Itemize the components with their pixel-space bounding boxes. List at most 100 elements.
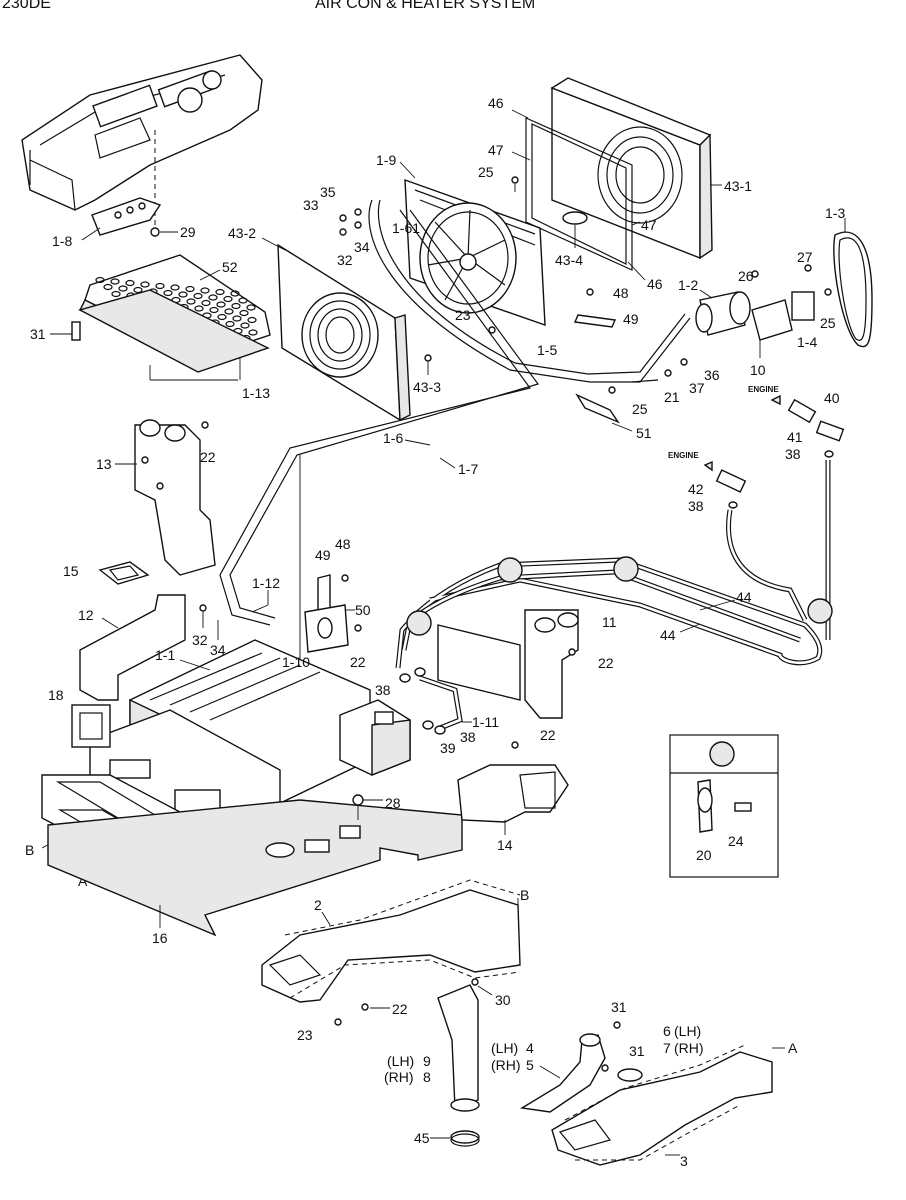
label-31-b: 31 — [611, 999, 627, 1015]
label-31-c: 31 — [629, 1043, 645, 1059]
label-45: 45 — [414, 1130, 430, 1146]
duct-3 — [551, 1044, 773, 1166]
label-38-a: 38 — [785, 446, 801, 462]
label-16: 16 — [152, 930, 168, 946]
label-rh-8: (RH) — [384, 1069, 414, 1085]
filter-hole — [110, 278, 120, 285]
label-49-b: 49 — [315, 547, 331, 563]
label-rh-7: (RH) — [674, 1040, 704, 1056]
label-28: 28 — [385, 795, 401, 811]
label-6: 6 — [663, 1023, 671, 1039]
label-30: 30 — [495, 992, 511, 1008]
diagram-title: AIR CON & HEATER SYSTEM — [315, 0, 535, 12]
label-25-a: 25 — [478, 164, 494, 180]
label-3: 3 — [680, 1153, 688, 1169]
filter-hole — [111, 290, 121, 298]
nozzle-8-9 — [437, 984, 480, 1112]
label-38-d: 38 — [460, 729, 476, 745]
filter-18 — [71, 704, 111, 748]
label-43-3: 43-3 — [413, 379, 441, 395]
label-1-12: 1-12 — [252, 575, 280, 591]
label-23-b: 23 — [297, 1027, 313, 1043]
label-lh-9: (LH) — [387, 1053, 414, 1069]
filter-hole — [163, 289, 173, 297]
label-51: 51 — [636, 425, 652, 441]
filter-hole — [225, 320, 235, 328]
label-8: 8 — [423, 1069, 431, 1085]
label-1-11: 1-11 — [472, 714, 499, 730]
label-1-1: 1-1 — [155, 647, 175, 663]
label-38-b: 38 — [688, 498, 704, 514]
gasket-15 — [98, 561, 150, 585]
label-12: 12 — [78, 607, 94, 623]
duct-13 — [134, 419, 216, 576]
duct-11 — [437, 609, 579, 719]
label-25-c: 25 — [632, 401, 648, 417]
label-B-1: B — [25, 842, 34, 858]
label-43-1: 43-1 — [724, 178, 752, 194]
filter-hole — [200, 287, 210, 294]
condenser-1-9 — [404, 178, 546, 327]
console-panel — [21, 54, 263, 225]
label-24: 24 — [728, 833, 744, 849]
label-rh-5: (RH) — [491, 1057, 521, 1073]
filter-hole — [231, 302, 241, 310]
label-1-61: 1-61 — [392, 220, 420, 236]
filter-hole — [232, 315, 242, 322]
label-37: 37 — [689, 380, 705, 396]
label-42: 42 — [688, 481, 704, 497]
label-44-b: 44 — [660, 627, 676, 643]
label-43-2: 43-2 — [228, 225, 256, 241]
duct-4-5 — [519, 1033, 606, 1113]
label-44-a: 44 — [736, 589, 752, 605]
filter-hole — [118, 285, 128, 292]
condenser-cover-43-2 — [277, 243, 411, 422]
label-46-b: 46 — [647, 276, 663, 292]
label-2: 2 — [314, 897, 322, 913]
filter-hole — [246, 304, 256, 311]
filter-hole — [240, 322, 250, 329]
label-lh-4: (LH) — [491, 1040, 518, 1056]
label-4: 4 — [526, 1040, 534, 1056]
label-48-a: 48 — [613, 285, 629, 301]
label-A-2: A — [788, 1040, 798, 1056]
filter-hole — [201, 299, 211, 307]
filter-hole — [194, 305, 204, 312]
duct-14 — [457, 764, 569, 823]
filter-hole — [215, 288, 225, 296]
label-31-a: 31 — [30, 326, 46, 342]
label-50: 50 — [355, 602, 371, 618]
label-27: 27 — [797, 249, 813, 265]
label-1-10: 1-10 — [282, 654, 310, 670]
filter-hole — [186, 298, 196, 305]
label-34-b: 34 — [210, 642, 226, 658]
label-13: 13 — [96, 456, 112, 472]
label-26: 26 — [738, 268, 754, 284]
label-A-1: A — [78, 873, 88, 889]
filter-hole — [223, 295, 233, 303]
label-11: 11 — [602, 614, 617, 630]
switch-panel — [91, 197, 162, 236]
filter-hole — [224, 308, 234, 315]
bracket-10 — [751, 299, 793, 341]
label-22-d: 22 — [540, 727, 556, 743]
label-43-4: 43-4 — [555, 252, 583, 268]
label-32-b: 32 — [192, 632, 208, 648]
label-49-a: 49 — [623, 311, 639, 327]
filter-hole — [125, 279, 135, 287]
label-52: 52 — [222, 259, 238, 275]
label-32-a: 32 — [337, 252, 353, 268]
label-20: 20 — [696, 847, 712, 863]
filter-hole — [247, 316, 257, 324]
filter-hole — [185, 285, 195, 293]
label-36: 36 — [704, 367, 720, 383]
filter-hole — [217, 313, 227, 321]
label-33: 33 — [303, 197, 319, 213]
label-35: 35 — [320, 184, 336, 200]
filter-hole — [230, 290, 240, 297]
label-41: 41 — [787, 429, 803, 445]
label-1-2: 1-2 — [678, 277, 698, 293]
filter-hole — [170, 284, 180, 291]
filter-hole — [209, 306, 219, 314]
